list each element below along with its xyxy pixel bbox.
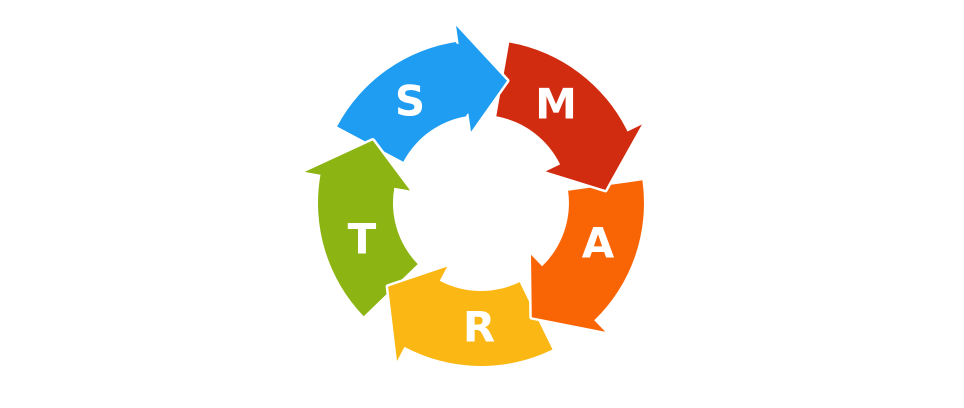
cycle-arrows [302, 23, 647, 369]
segment-letter-t: T [348, 215, 377, 264]
segment-letter-s: S [395, 77, 425, 126]
arrow-segment-r [385, 264, 555, 369]
segment-letter-a: A [582, 219, 615, 268]
segment-letter-m: M [535, 80, 577, 129]
arrow-segment-a [528, 177, 647, 335]
arrow-segment-t [302, 138, 421, 319]
arrow-segment-m [493, 40, 645, 193]
cycle-letters: S M A R T [348, 77, 615, 352]
segment-letter-r: R [463, 303, 495, 352]
arrow-segment-s-head [456, 25, 507, 132]
